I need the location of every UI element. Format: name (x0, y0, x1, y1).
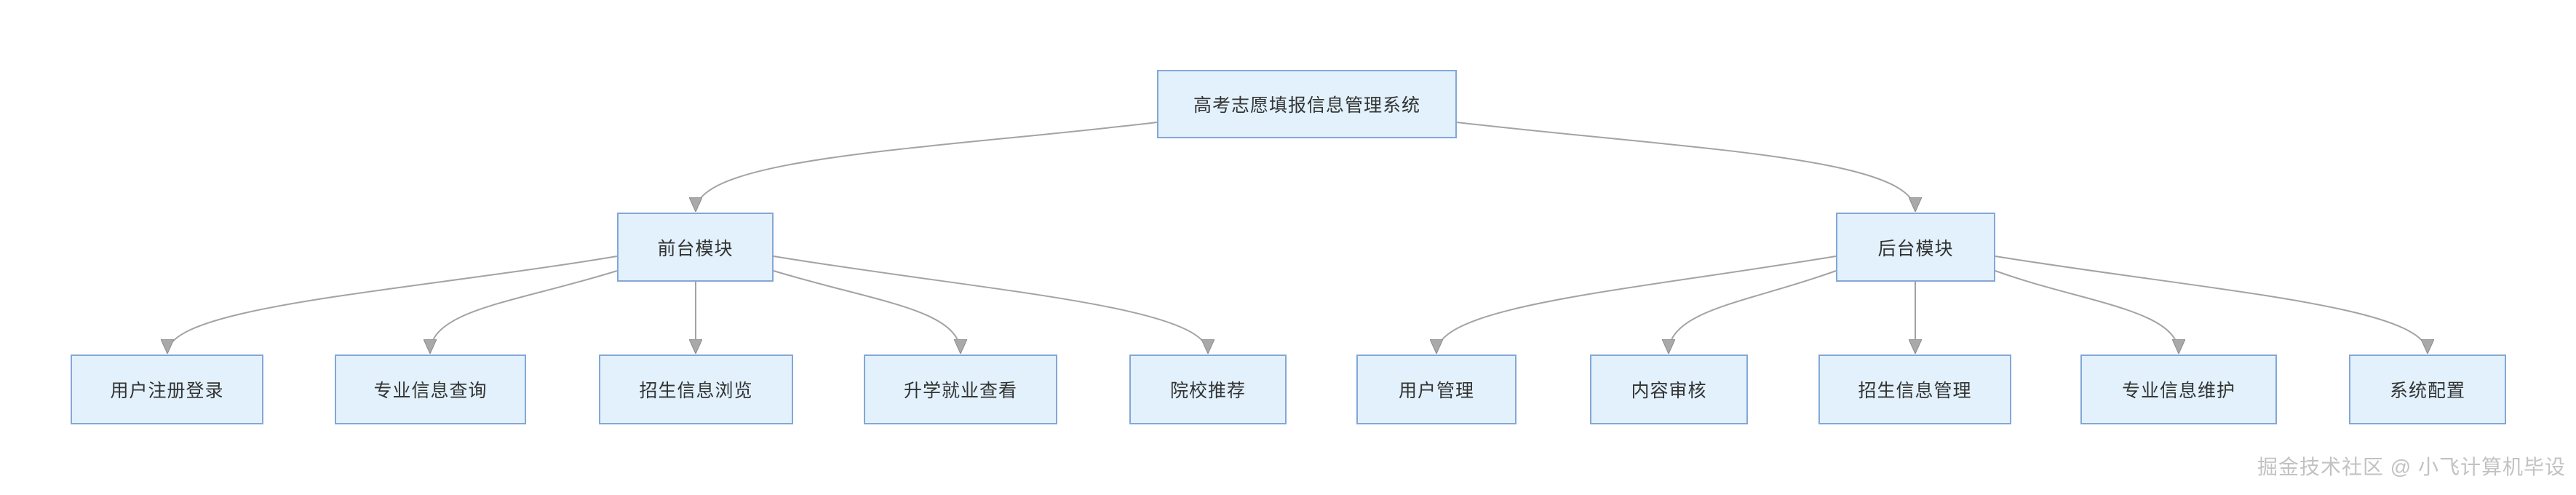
edge-front-to-college-recommend (773, 256, 1208, 353)
node-user-register-login: 用户注册登录 (71, 355, 263, 424)
edge-front-to-major-info-query (430, 270, 618, 353)
node-user-register-login-label: 用户注册登录 (110, 381, 224, 401)
node-major-info-query: 专业信息查询 (335, 355, 526, 424)
node-admission-info-browse-label: 招生信息浏览 (639, 381, 753, 401)
edge-back-to-user-management (1436, 256, 1837, 353)
edge-back-to-major-info-maintenance (1995, 270, 2179, 353)
node-system-config-label: 系统配置 (2389, 381, 2465, 401)
node-root: 高考志愿填报信息管理系统 (1157, 70, 1457, 138)
node-admission-info-management-label: 招生信息管理 (1858, 381, 1972, 401)
node-content-review-label: 内容审核 (1631, 381, 1707, 401)
node-content-review: 内容审核 (1590, 355, 1748, 424)
node-back-module: 后台模块 (1836, 213, 1995, 282)
node-education-employment-view: 升学就业查看 (864, 355, 1057, 424)
node-major-info-maintenance: 专业信息维护 (2080, 355, 2277, 424)
node-front-module-label: 前台模块 (657, 238, 734, 259)
edge-back-to-system-config (1995, 256, 2428, 353)
edge-root-to-front-module (696, 122, 1158, 211)
node-root-label: 高考志愿填报信息管理系统 (1193, 95, 1420, 116)
node-front-module: 前台模块 (617, 213, 774, 282)
watermark-text: 掘金技术社区 @ 小飞计算机毕设 (2257, 456, 2566, 478)
node-major-info-query-label: 专业信息查询 (373, 381, 488, 401)
node-user-management: 用户管理 (1356, 355, 1516, 424)
edge-back-to-content-review (1669, 270, 1837, 353)
node-back-module-label: 后台模块 (1877, 238, 1954, 259)
node-system-config: 系统配置 (2349, 355, 2506, 424)
edge-front-to-user-register-login (167, 256, 618, 353)
node-admission-info-browse: 招生信息浏览 (599, 355, 793, 424)
node-admission-info-management: 招生信息管理 (1818, 355, 2011, 424)
node-college-recommend: 院校推荐 (1129, 355, 1287, 424)
node-education-employment-view-label: 升学就业查看 (903, 381, 1017, 401)
node-college-recommend-label: 院校推荐 (1169, 381, 1246, 401)
node-major-info-maintenance-label: 专业信息维护 (2121, 381, 2235, 401)
edge-front-to-education-employment-view (773, 270, 961, 353)
edge-root-to-back-module (1456, 122, 1915, 211)
node-user-management-label: 用户管理 (1398, 381, 1474, 401)
